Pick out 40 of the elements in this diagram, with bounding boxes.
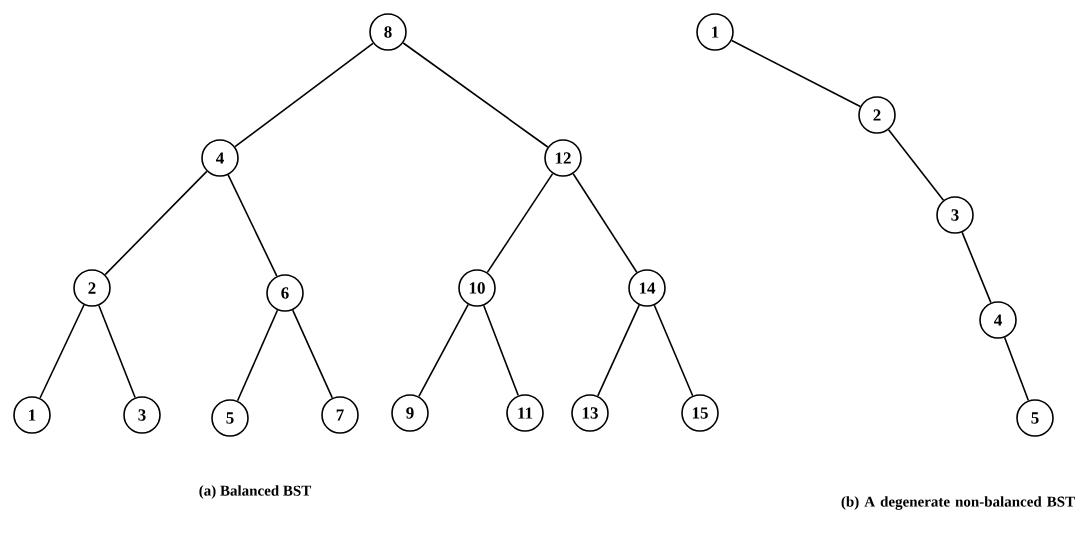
tree-edge	[234, 42, 374, 148]
tree-edge	[1003, 336, 1030, 402]
tree-edge	[418, 303, 469, 398]
tree-edge	[402, 42, 549, 148]
caption: (b) A degenerate non-balanced BST	[841, 496, 1075, 510]
tree-node: 5	[1016, 399, 1054, 437]
tree-edge	[486, 172, 554, 274]
tree-edge	[291, 309, 334, 399]
tree-node: 1	[696, 13, 734, 51]
tree-node: 1	[13, 396, 51, 434]
tree-node: 2	[73, 269, 111, 307]
tree-edge	[482, 304, 520, 397]
tree-edge	[887, 129, 945, 201]
tree-edge	[236, 309, 279, 402]
caption: (a) Balanced BST	[199, 485, 312, 499]
tree-edge	[98, 304, 136, 399]
tree-edge	[961, 231, 992, 304]
tree-node: 2	[858, 96, 896, 134]
tree-node: 15	[681, 394, 719, 432]
tree-edge	[653, 304, 694, 397]
tree-node: 11	[506, 394, 544, 432]
tree-node: 8	[369, 13, 407, 51]
tree-edge	[104, 170, 208, 276]
tree-node: 10	[458, 269, 496, 307]
tree-node: 6	[266, 274, 304, 312]
tree-node: 14	[628, 269, 666, 307]
tree-node: 4	[201, 139, 239, 177]
tree-edge	[227, 174, 278, 277]
tree-node: 12	[544, 139, 582, 177]
tree-edge	[730, 39, 862, 108]
tree-edge	[572, 173, 638, 273]
tree-node: 9	[391, 394, 429, 432]
tree-edge	[597, 304, 640, 397]
tree-node: 3	[936, 196, 974, 234]
tree-node: 13	[571, 394, 609, 432]
tree-node: 5	[211, 399, 249, 437]
tree-edge	[39, 304, 85, 399]
tree-node: 4	[979, 301, 1017, 339]
tree-node: 3	[123, 396, 161, 434]
tree-node: 7	[321, 396, 359, 434]
